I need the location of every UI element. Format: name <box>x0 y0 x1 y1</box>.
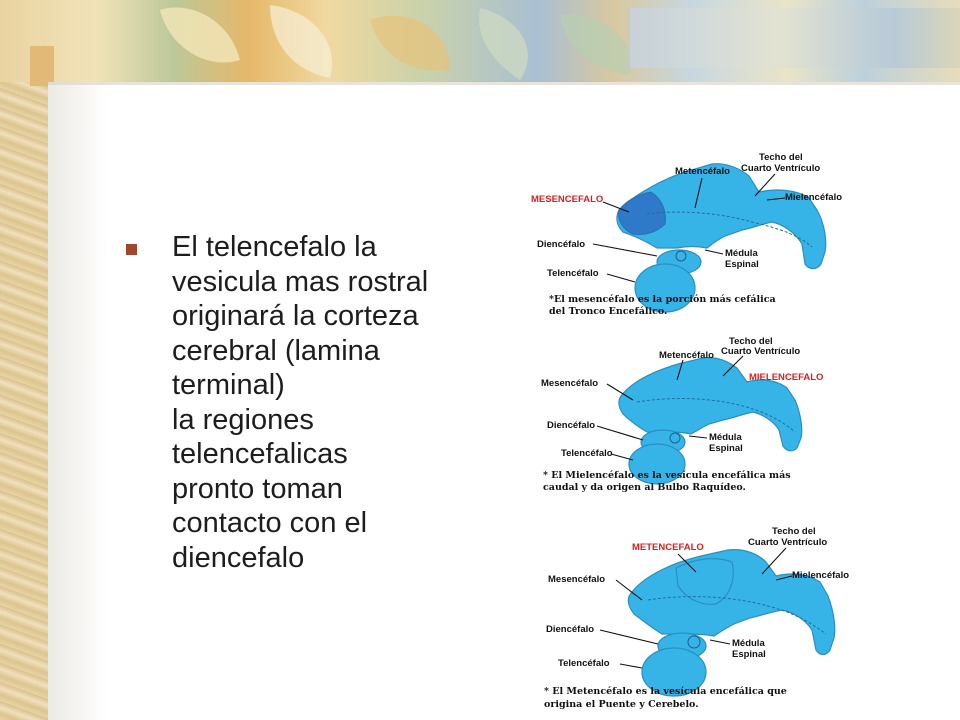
bullet-line: la regiones <box>172 403 314 436</box>
brain-vesicles-figure-metencefalo: METENCEFALO Techo del Cuarto Ventrículo … <box>536 522 860 714</box>
bullet-line: contacto con el <box>172 507 368 539</box>
internal-dashed-line <box>647 596 827 635</box>
label-mesencefalo: Mesencéfalo <box>541 378 598 389</box>
caption-line: *El mesencéfalo es la porción más cefáli… <box>549 294 776 305</box>
bullet-line: pronto toman <box>172 472 343 505</box>
brain-body-shape <box>618 357 803 452</box>
label-mielencefalo: Mielencéfalo <box>785 192 842 203</box>
telencephalon-shape <box>641 647 707 697</box>
pointer-arrow <box>602 201 630 213</box>
bullet-line: diencefalo <box>172 541 305 574</box>
label-metencefalo: Metencéfalo <box>659 350 714 361</box>
brain-diagram: METENCEFALO Techo del Cuarto Ventrículo … <box>544 526 849 710</box>
label-mesencefalo: Mesencéfalo <box>548 574 605 585</box>
highlight-region <box>618 191 666 235</box>
caption-line: origina el Puente y Cerebelo. <box>544 699 699 710</box>
label-diencefalo: Diencéfalo <box>546 624 594 635</box>
brain-diagram: Techo del Cuarto Ventrículo Metencéfalo … <box>541 336 823 493</box>
optic-vesicle-circle <box>669 432 681 444</box>
pointer-arrow <box>610 453 634 461</box>
panel-top-shadow <box>48 82 960 85</box>
left-texture-border <box>0 0 48 720</box>
caption-line: * El Metencéfalo es la vesícula encefáli… <box>544 686 787 697</box>
bullet-line: El telencefalo la <box>172 231 377 263</box>
pointer-arrow <box>676 359 684 381</box>
pointer-arrow <box>615 579 643 601</box>
pointer-arrow <box>677 553 697 573</box>
label-medula-2: Espinal <box>732 649 766 660</box>
label-techo-1: Techo del <box>772 526 816 537</box>
label-telencefalo: Telencéfalo <box>558 658 610 669</box>
telencephalon-shape <box>634 263 696 313</box>
label-telencefalo: Telencéfalo <box>547 268 599 279</box>
bullet-line: vesicula mas rostral <box>172 265 429 298</box>
bullet-line: telencefalicas <box>172 438 348 470</box>
pointer-arrow <box>766 197 786 201</box>
optic-vesicle-circle <box>675 250 687 262</box>
label-telencefalo: Telencéfalo <box>561 448 613 459</box>
label-medula-1: Médula <box>732 638 765 649</box>
pointer-arrow <box>688 435 708 439</box>
label-techo-2: Cuarto Ventrículo <box>748 537 827 548</box>
pointer-arrow <box>709 639 731 645</box>
label-medula-2: Espinal <box>709 443 743 454</box>
bullet-text: El telencefalo la vesicula mas rostral o… <box>172 230 512 575</box>
bullet-line: cerebral (lamina <box>172 334 380 367</box>
internal-dashed-line <box>646 211 813 248</box>
caption-line: caudal y da origen al Bulbo Raquídeo. <box>543 482 746 493</box>
pointer-arrow <box>592 243 658 257</box>
telencephalon-shape <box>628 443 686 485</box>
label-diencefalo: Diencéfalo <box>537 239 585 250</box>
pointer-arrow <box>694 177 703 209</box>
label-medula-1: Médula <box>725 248 758 259</box>
pointer-arrow <box>704 249 724 255</box>
label-medula-1: Médula <box>709 432 742 443</box>
pointer-arrow <box>606 383 634 401</box>
brain-vesicles-figure-mesencefalo: MESENCEFALO Metencéfalo Techo del Cuarto… <box>527 152 858 322</box>
bullet-line: terminal) <box>172 369 285 401</box>
caption-line: * El Mielencéfalo es la vesícula encefál… <box>543 470 791 481</box>
bullet-line: originará la corteza <box>172 300 419 332</box>
label-medula-2: Espinal <box>725 259 759 270</box>
highlight-region <box>675 558 734 605</box>
optic-vesicle-circle <box>687 635 701 649</box>
pointer-arrow <box>775 575 793 581</box>
label-techo-1: Techo del <box>759 152 803 163</box>
label-techo-2: Cuarto Ventrículo <box>741 163 820 174</box>
label-diencefalo: Diencéfalo <box>547 420 595 431</box>
pointer-arrow <box>761 547 787 575</box>
top-decorative-banner <box>0 0 960 82</box>
label-mesencefalo: MESENCEFALO <box>531 194 603 205</box>
banner-blue-block <box>630 8 960 68</box>
pointer-arrow <box>599 629 659 645</box>
label-techo-2: Cuarto Ventrículo <box>721 346 800 357</box>
pointer-arrow <box>606 273 636 283</box>
pointer-arrow <box>722 355 744 377</box>
label-mielencefalo: MIELENCEFALO <box>749 372 823 383</box>
brain-diagram: MESENCEFALO Metencéfalo Techo del Cuarto… <box>531 152 842 317</box>
label-metencefalo: Metencéfalo <box>675 166 730 177</box>
label-techo-1: Techo del <box>729 336 773 347</box>
label-mielencefalo: Mielencéfalo <box>792 570 849 581</box>
brain-vesicles-figure-mielencefalo: Techo del Cuarto Ventrículo Metencéfalo … <box>533 336 829 496</box>
bullet-marker <box>126 244 137 255</box>
corner-accent <box>30 46 54 86</box>
pointer-arrow <box>619 663 643 669</box>
label-metencefalo: METENCEFALO <box>632 542 704 553</box>
pointer-arrow <box>754 173 776 197</box>
pointer-arrow <box>596 425 644 441</box>
internal-dashed-line <box>636 398 796 433</box>
caption-line: del Tronco Encefálico. <box>549 306 667 317</box>
leaves-decoration <box>160 5 632 80</box>
